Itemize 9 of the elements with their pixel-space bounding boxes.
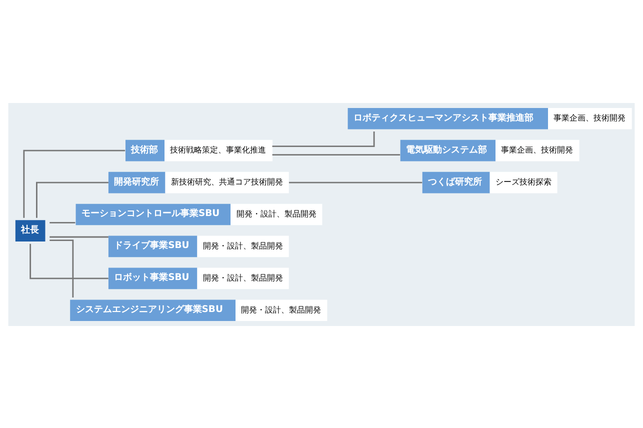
connector — [272, 154, 400, 156]
connector — [30, 243, 108, 279]
connector — [23, 149, 126, 218]
connector — [50, 221, 76, 223]
connector — [288, 181, 422, 183]
connector — [50, 236, 108, 238]
node-box: 社長 — [15, 220, 46, 241]
connector — [50, 239, 74, 298]
connector — [36, 181, 108, 218]
